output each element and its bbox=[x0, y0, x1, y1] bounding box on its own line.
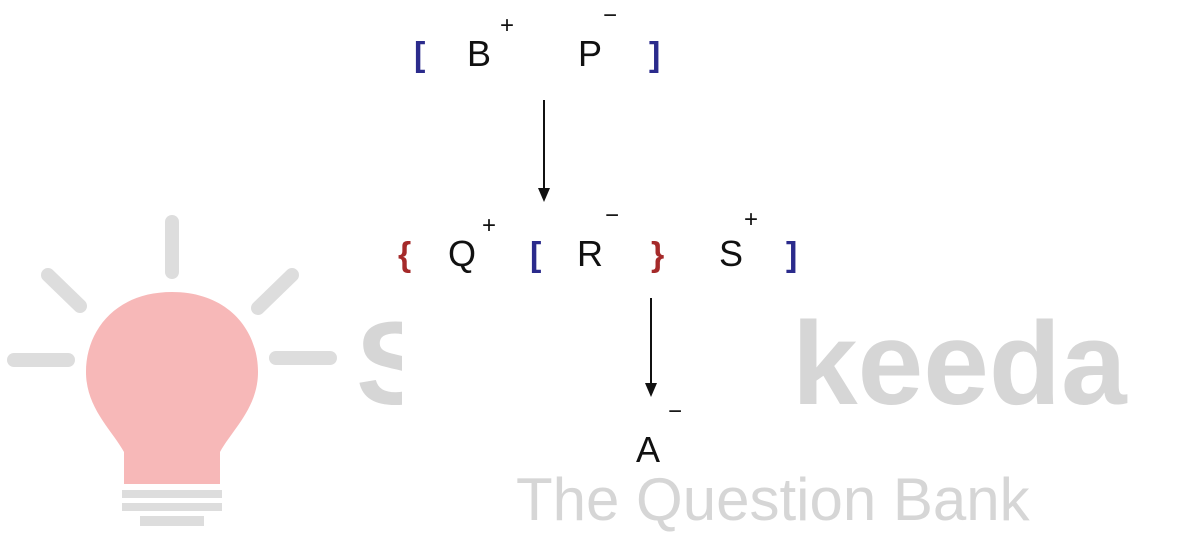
watermark-brand-right: keeda bbox=[792, 298, 1127, 430]
watermark-tagline: The Question Bank bbox=[516, 466, 1030, 533]
species-q: Q bbox=[448, 233, 477, 274]
bulb-base-ring-2 bbox=[122, 503, 222, 511]
arrow-2-head bbox=[645, 383, 657, 397]
row1-close-bracket: ] bbox=[649, 36, 661, 74]
charge-a: − bbox=[668, 398, 683, 425]
bulb-base bbox=[122, 490, 222, 526]
charge-b: + bbox=[500, 12, 515, 39]
charge-p: − bbox=[603, 2, 618, 29]
species-r: R bbox=[577, 233, 603, 274]
species-p: P bbox=[578, 33, 603, 74]
row2-close-bracket: ] bbox=[786, 236, 798, 274]
ray-top-left bbox=[41, 268, 87, 313]
species-a: A bbox=[636, 429, 661, 470]
species-s: S bbox=[719, 233, 744, 274]
row2-open-bracket: [ bbox=[530, 236, 542, 274]
species-b: B bbox=[467, 33, 492, 74]
diagram-panel bbox=[402, 0, 797, 440]
bulb-rays bbox=[7, 215, 337, 367]
row2-close-brace: } bbox=[651, 236, 665, 274]
bulb-base-ring-1 bbox=[122, 490, 222, 498]
charge-r: − bbox=[605, 202, 620, 229]
row2-open-brace: { bbox=[398, 236, 412, 274]
ray-top-right bbox=[251, 268, 299, 315]
charge-q: + bbox=[482, 212, 497, 239]
arrow-1-head bbox=[538, 188, 550, 202]
charge-s: + bbox=[744, 206, 759, 233]
bulb-glass bbox=[86, 292, 258, 484]
row1-open-bracket: [ bbox=[414, 36, 426, 74]
bulb-base-tip bbox=[140, 516, 204, 526]
